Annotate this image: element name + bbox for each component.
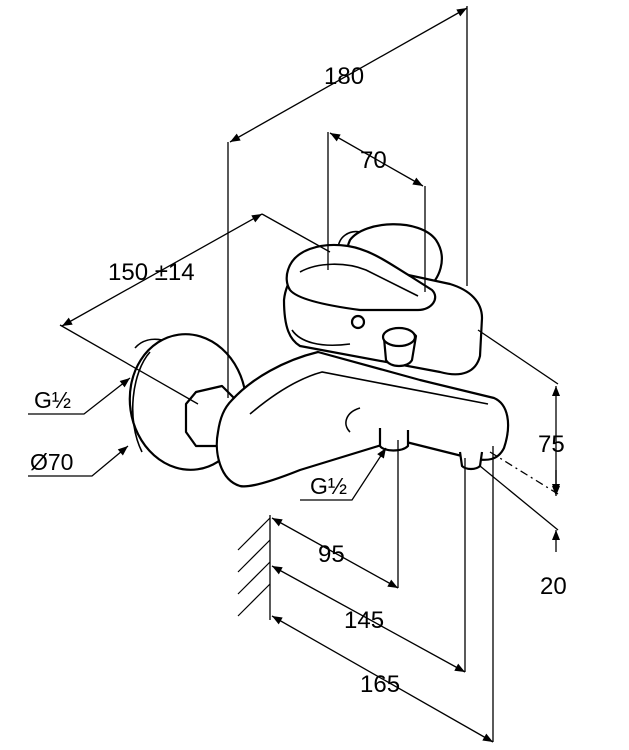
extension-lines	[59, 6, 559, 742]
dim-line-70	[329, 132, 424, 187]
lever-handle	[285, 244, 437, 312]
leader-d70	[28, 445, 129, 477]
label-g12-outlet: G½	[310, 473, 347, 499]
set-screw	[350, 314, 366, 330]
dim-145: 145	[344, 607, 384, 634]
leader-g12-inlet	[28, 377, 131, 415]
leader-g12-outlet	[300, 447, 387, 501]
dim-line-150	[61, 213, 263, 327]
dim-line-180	[229, 7, 468, 143]
leader-lines	[28, 377, 387, 501]
dim-line-165	[271, 615, 494, 743]
wall-hatch	[237, 515, 271, 620]
dim-75: 75	[538, 431, 565, 458]
dim-150: 150 ±14	[108, 259, 195, 286]
dimension-lines	[61, 7, 560, 743]
dim-165: 165	[360, 671, 400, 698]
outlet	[378, 428, 410, 452]
diverter-knob	[381, 326, 418, 368]
label-g12-inlet: G½	[34, 387, 71, 413]
dim-180: 180	[324, 63, 364, 90]
dim-70: 70	[360, 147, 387, 174]
label-d70: Ø70	[30, 449, 73, 475]
dim-95: 95	[318, 541, 345, 568]
faucet-body	[128, 223, 510, 488]
dimension-labels: 180 70 150 ±14 G½ Ø70 G½ 75 20 95 145 16…	[30, 63, 567, 698]
dim-20: 20	[540, 573, 567, 600]
